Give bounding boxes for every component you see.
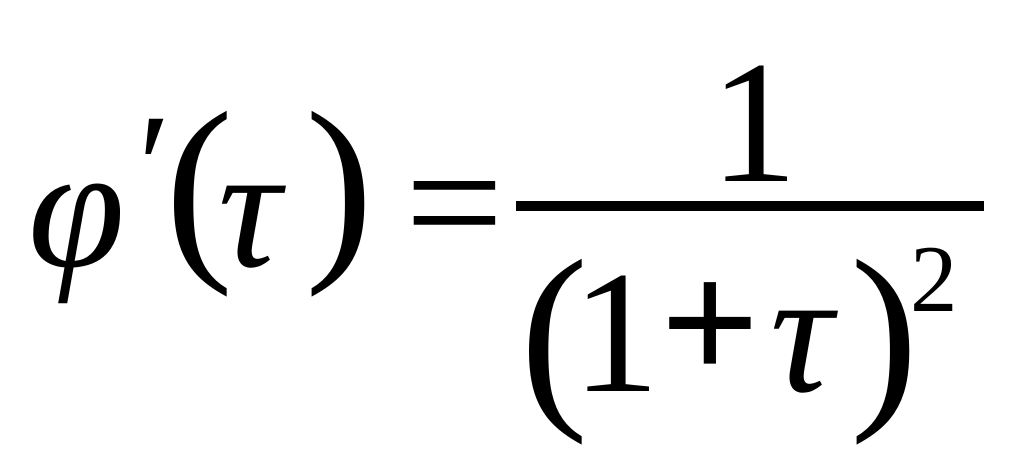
plus-sign: + xyxy=(660,225,760,419)
fraction-numerator: 1 xyxy=(710,25,798,219)
denominator-tau: τ xyxy=(770,235,833,429)
prime-mark: ′ xyxy=(138,84,171,250)
left-parenthesis: ( xyxy=(165,71,234,298)
equals-sign: = xyxy=(405,105,504,299)
denominator-right-parenthesis: ) xyxy=(850,219,919,446)
denominator-one: 1 xyxy=(572,235,660,429)
denominator-left-parenthesis: ( xyxy=(520,219,589,446)
right-parenthesis: ) xyxy=(305,71,374,298)
tau-argument: τ xyxy=(218,110,281,304)
phi-symbol: φ xyxy=(28,110,125,304)
exponent: 2 xyxy=(910,226,958,332)
fraction-bar xyxy=(516,201,984,211)
